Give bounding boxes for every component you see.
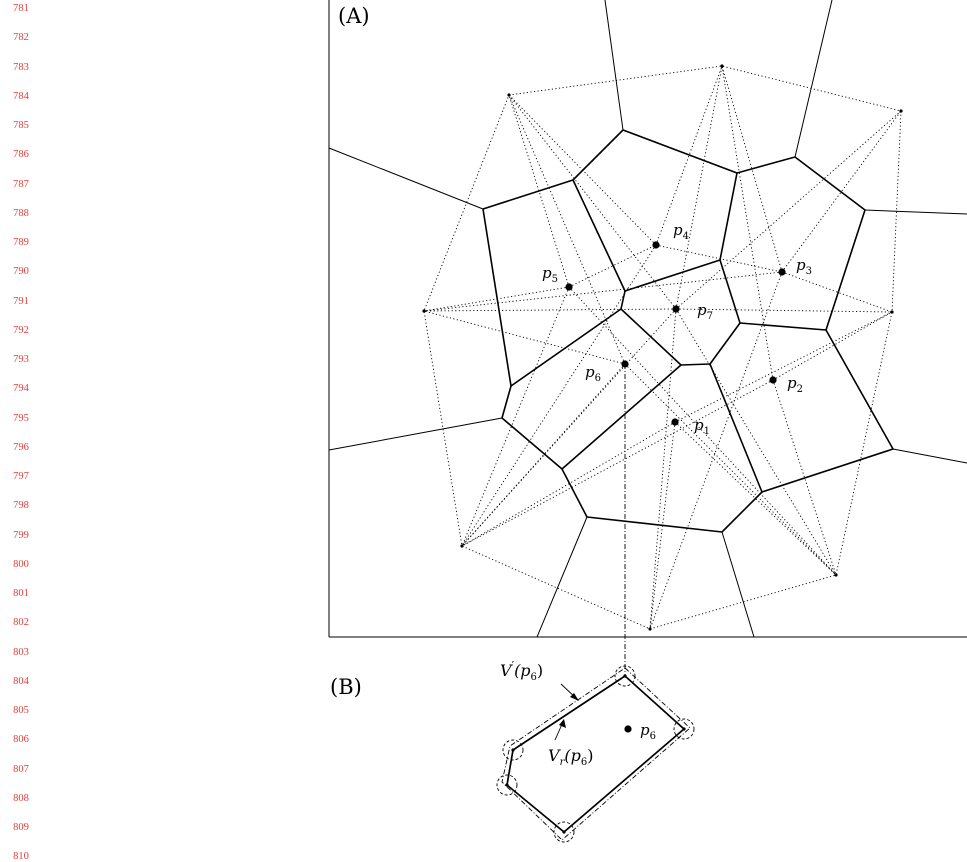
- line-number: 789: [13, 237, 29, 248]
- line-number: 803: [13, 646, 29, 658]
- line-number: 801: [13, 588, 29, 599]
- label-p6: p6: [585, 363, 601, 384]
- line-number: 784: [13, 90, 29, 102]
- line-number: 796: [13, 441, 29, 453]
- panel-a-frame: [328, 0, 967, 638]
- cell-detail: p6 V′(p6) Vr(p6): [496, 659, 695, 843]
- site-p7: [672, 305, 680, 313]
- line-number: 782: [13, 32, 29, 44]
- panel-a-label: (A): [338, 4, 370, 28]
- label-p5: p5: [542, 264, 558, 285]
- line-number: 800: [13, 558, 29, 570]
- site-p4: [652, 241, 660, 249]
- line-number: 804: [13, 675, 29, 687]
- line-number: 783: [13, 61, 29, 73]
- line-number: 798: [13, 500, 29, 512]
- line-number: 805: [13, 705, 29, 716]
- label-p1: p1: [694, 416, 710, 437]
- site-p5: [565, 283, 573, 291]
- line-number: 794: [13, 383, 29, 395]
- label-v-prime: V′(p6): [500, 659, 543, 683]
- sites: [565, 241, 786, 426]
- line-number: 785: [13, 120, 29, 131]
- line-number: 781: [13, 3, 29, 14]
- site-p2: [769, 376, 777, 384]
- label-v-r: Vr(p6): [548, 746, 593, 768]
- label-p7: p7: [697, 301, 713, 322]
- site-p1: [671, 418, 679, 426]
- outer-points: [422, 64, 903, 631]
- line-number: 806: [13, 734, 29, 746]
- line-number: 791: [13, 295, 29, 307]
- line-number: 807: [13, 763, 29, 775]
- label-p4: p4: [673, 221, 689, 242]
- panel-b-label: (B): [330, 675, 362, 699]
- line-number: 808: [13, 792, 29, 804]
- site-labels: p1 p2 p3 p4 p5 p6 p7: [542, 221, 812, 437]
- line-number: 795: [13, 412, 29, 424]
- voronoi-cells: [482, 129, 894, 533]
- line-number: 802: [13, 617, 29, 629]
- label-p2: p2: [787, 374, 803, 395]
- line-number: 793: [13, 354, 29, 365]
- line-number: 797: [13, 471, 29, 482]
- label-p3: p3: [796, 256, 812, 277]
- site-p6: [621, 360, 629, 368]
- line-number: 809: [13, 822, 29, 833]
- line-number: 788: [13, 207, 29, 219]
- line-number: 787: [13, 178, 29, 190]
- line-number: 792: [13, 324, 29, 336]
- label-p6-detail: p6: [640, 721, 656, 742]
- line-number: 790: [13, 266, 29, 278]
- line-number: 786: [13, 149, 29, 161]
- delaunay-edges: [423, 65, 902, 630]
- line-number: 799: [13, 529, 29, 541]
- site-p3: [778, 268, 786, 276]
- site-p6-detail: [624, 725, 632, 733]
- voronoi-outer-edges: [328, 0, 967, 638]
